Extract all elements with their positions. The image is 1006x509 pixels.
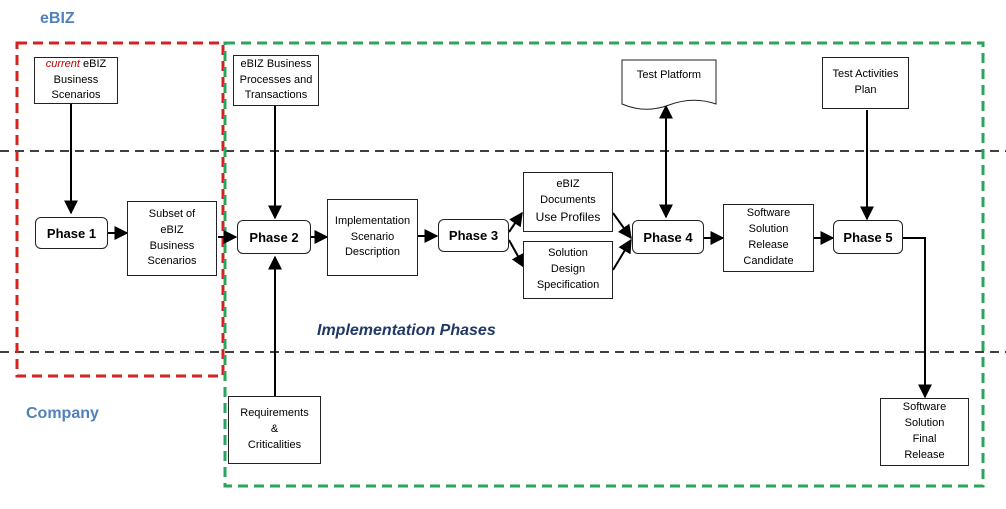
lane-label-ebiz: eBIZ <box>40 10 75 27</box>
impl-line: Description <box>344 246 401 259</box>
candidate-line: Release <box>748 239 789 251</box>
phase-5: Phase 5 <box>833 220 903 254</box>
subset-line: Business <box>149 239 195 252</box>
current-scenarios-line2: Business <box>53 73 99 86</box>
lane-label-company: Company <box>26 405 99 422</box>
processes-line: eBIZ Business <box>240 57 312 70</box>
candidate-line: Candidate <box>743 254 794 267</box>
test-platform-shape <box>621 59 717 110</box>
current-business-scenarios-box: current eBIZ Business Scenarios <box>34 57 118 104</box>
requirements-line: & <box>270 423 279 436</box>
candidate-line: Software <box>746 207 791 220</box>
processes-line: Processes and <box>239 73 313 86</box>
arrow-profiles-to-phase4 <box>612 212 632 240</box>
release-candidate-box: Software Solution Release Candidate <box>723 204 814 272</box>
implementation-region <box>223 41 985 488</box>
test-plan-line: Test Activities <box>832 68 899 81</box>
arrow-phase3-to-design <box>508 239 525 269</box>
final-line: Release <box>904 448 945 461</box>
subset-line: Scenarios <box>147 255 197 268</box>
current-scenarios-line3: Scenarios <box>51 89 101 102</box>
requirements-box: Requirements & Criticalities <box>228 396 321 464</box>
phase-3: Phase 3 <box>438 219 509 252</box>
final-release-box: Software Solution Final Release <box>880 398 969 466</box>
design-line: Specification <box>536 278 600 291</box>
profiles-line: Use Profiles <box>535 210 601 225</box>
current-scenarios-line1: eBIZ <box>83 57 107 70</box>
design-line: Solution <box>548 247 588 260</box>
final-line: Solution <box>904 417 945 430</box>
impl-line: Implementation <box>334 214 411 227</box>
design-line: Design <box>550 263 586 276</box>
arrow-phase3-to-profiles <box>508 211 523 233</box>
ebiz-region <box>15 41 225 378</box>
phase-2: Phase 2 <box>237 220 311 254</box>
use-profiles-box: eBIZ Documents Use Profiles <box>523 172 613 232</box>
requirements-line: Criticalities <box>247 438 302 451</box>
current-emphasis: current <box>45 57 80 70</box>
test-platform-label: Test Platform <box>636 69 702 81</box>
requirements-line: Requirements <box>240 407 309 420</box>
profiles-line: Documents <box>540 194 596 207</box>
final-line: Software <box>902 401 947 414</box>
candidate-line: Solution <box>748 223 789 236</box>
implementation-phases-label: Implementation Phases <box>317 322 496 339</box>
subset-line: Subset of <box>148 207 196 220</box>
impl-line: Scenario <box>350 230 395 243</box>
final-line: Final <box>912 433 937 445</box>
arrow-phase5-to-final <box>903 237 932 399</box>
test-activities-plan-box: Test Activities Plan <box>822 57 909 109</box>
solution-design-box: Solution Design Specification <box>523 241 613 299</box>
processes-line: Transactions <box>244 89 308 102</box>
phase-1: Phase 1 <box>35 217 108 249</box>
business-processes-box: eBIZ Business Processes and Transactions <box>233 55 319 106</box>
implementation-scenario-box: Implementation Scenario Description <box>327 199 418 276</box>
test-plan-line: Plan <box>854 84 877 96</box>
subset-scenarios-box: Subset of eBIZ Business Scenarios <box>127 201 217 276</box>
profiles-line: eBIZ <box>556 178 580 191</box>
subset-line: eBIZ <box>160 223 184 236</box>
phase-4: Phase 4 <box>632 220 704 254</box>
arrow-design-to-phase4 <box>612 238 632 271</box>
